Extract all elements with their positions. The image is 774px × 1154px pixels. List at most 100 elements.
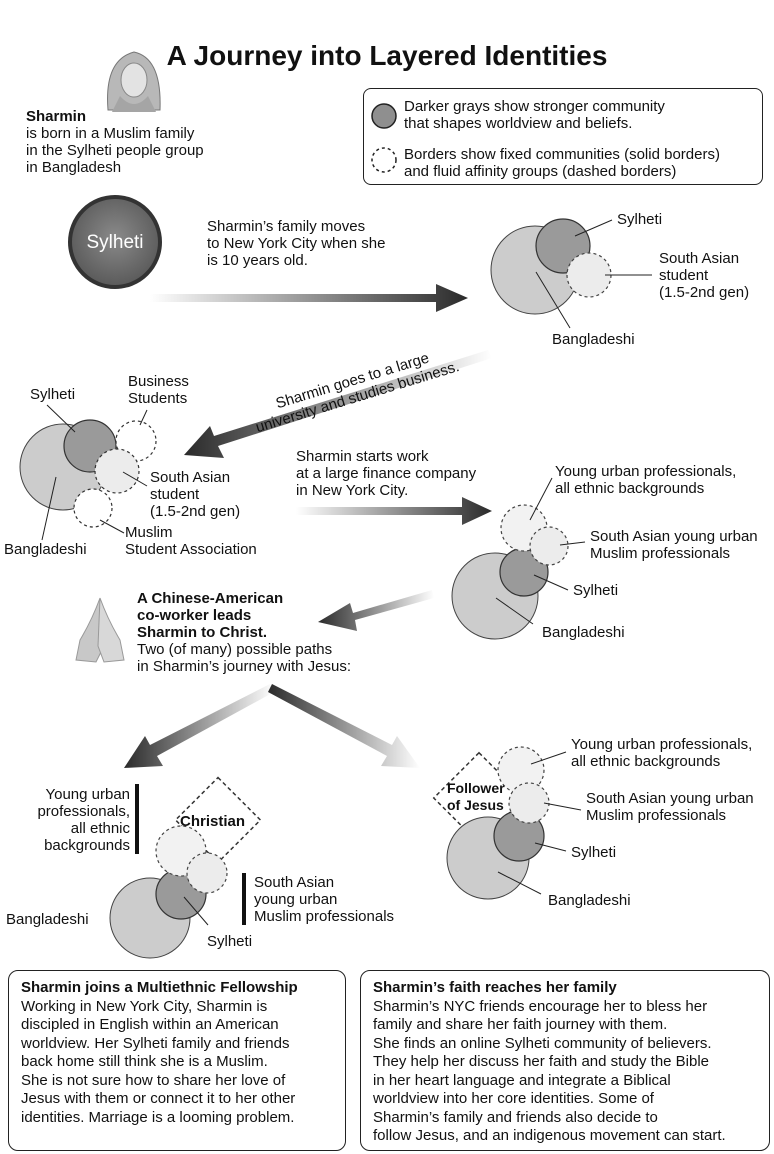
label-line: all ethnic backgrounds [555,480,705,497]
step-line: Sharmin’s family moves [207,218,366,235]
box-line: She finds an online Sylheti community of… [373,1034,712,1052]
step-line: to New York City when she [207,235,386,252]
step-line-bold: Sharmin to Christ. [137,624,268,641]
label-line: Muslim [125,524,173,541]
label-line: South Asian young urban [590,528,758,545]
legend-line: Borders show fixed communities (solid bo… [404,146,720,163]
label-bangladeshi: Bangladeshi [542,624,625,641]
label-line: backgrounds [44,837,130,854]
arrow-work [296,497,492,525]
box-line: Jesus with them or connect it to her oth… [21,1090,296,1107]
arrow-branch-left [124,684,274,768]
arrow-christ [318,590,434,631]
legend-dashed-circle [371,147,397,173]
follower-label: Follower of Jesus [447,780,505,814]
label-line: Young urban [45,786,130,803]
label-line: South Asian young urban [586,790,754,807]
label-line: Student Association [125,541,257,558]
label-line: Follower [447,780,505,796]
box-line: follow Jesus, and an indigenous movement… [373,1127,726,1144]
cluster-work [451,477,586,640]
page-title: A Journey into Layered Identities [166,40,608,71]
label-sylheti: Sylheti [30,386,76,403]
label-line: all ethnic backgrounds [571,753,721,770]
label-bangladeshi: Bangladeshi [548,892,631,909]
box-line: family and share her faith journey with … [373,1016,668,1033]
step-line-bold: co-worker leads [137,607,252,624]
label-line: Muslim professionals [586,807,727,824]
label-line: young urban [254,891,338,908]
intro-text: Sharmin is born in a Muslim family in th… [26,108,204,176]
label-bangladeshi: Bangladeshi [4,541,87,558]
label-business-students: Business Students [128,373,189,407]
cluster-follower [432,746,582,900]
label-msa: Muslim Student Association [125,524,257,558]
box-multiethnic-fellowship: Sharmin joins a Multiethnic Fellowship W… [8,970,346,1151]
label-sylheti: Sylheti [573,582,619,599]
sylheti-large-circle [68,195,162,289]
legend-line: and fluid affinity groups (dashed border… [404,163,677,180]
legend-item-shade: Darker grays show stronger community tha… [404,98,665,132]
legend-line: Darker grays show stronger community [404,98,665,115]
intro-name: Sharmin [26,108,87,125]
box-line: identities. Marriage is a looming proble… [21,1108,295,1126]
label-young-urban: Young urban professionals, all ethnic ba… [571,736,752,770]
step-work-text: Sharmin starts work at a large finance c… [296,448,476,499]
intro-line: in the Sylheti people group [26,142,204,159]
label-sa-muslim: South Asian young urban Muslim professio… [590,528,758,562]
intro-line: in Bangladesh [26,159,122,176]
box-title: Sharmin joins a Multiethnic Fellowship [21,979,298,996]
step-line: is 10 years old. [207,252,308,269]
label-line: professionals, [37,803,130,820]
christian-label: Christian [180,813,246,830]
label-line: Students [128,390,188,407]
label-line: Young urban professionals, [555,463,737,480]
box-line: She is not sure how to share her love of [21,1071,286,1089]
legend-line: that shapes worldview and beliefs. [404,115,633,132]
step-line: in Sharmin’s journey with Jesus: [137,658,351,675]
praying-hands-icon [75,597,125,663]
label-south-asian-student: South Asian student (1.5-2nd gen) [659,250,749,301]
label-south-asian-student: South Asian student (1.5-2nd gen) [150,469,240,520]
cluster-nyc [490,218,652,329]
box-title: Sharmin’s faith reaches her family [373,979,617,996]
step-line: Sharmin starts work [296,448,429,465]
step-christ-text: A Chinese-American co-worker leads Sharm… [137,590,351,675]
label-bangladeshi: Bangladeshi [6,911,89,928]
label-line: student [659,267,709,284]
step-line: in New York City. [296,482,409,499]
label-line: South Asian [150,469,231,486]
label-line: Muslim professionals [590,545,731,562]
step-move-text: Sharmin’s family moves to New York City … [207,218,385,269]
label-line: student [150,486,200,503]
box-line: in her heart language and integrate a Bi… [373,1071,671,1089]
box-line: Sharmin’s family and friends also decide… [373,1108,658,1126]
label-sylheti: Sylheti [571,844,617,861]
label-line: South Asian [254,874,335,891]
cluster-christian [109,776,262,959]
step-line-bold: A Chinese-American [137,590,284,607]
label-line: (1.5-2nd gen) [659,284,750,301]
box-faith-reaches-family: Sharmin’s faith reaches her family Sharm… [360,970,770,1151]
intro-line: is born in a Muslim family [26,125,195,142]
box-line: discipled in English within an American [21,1016,279,1033]
box-line: back home still think she is a Muslim. [21,1053,268,1070]
label-sa-muslim: South Asian young urban Muslim professio… [254,874,394,925]
cluster-university [19,404,157,541]
sylheti-large-label: Sylheti [86,232,144,253]
label-bangladeshi: Bangladeshi [552,331,635,348]
label-line: (1.5-2nd gen) [150,503,241,520]
box-line: Working in New York City, Sharmin is [21,997,268,1015]
label-sa-muslim: South Asian young urban Muslim professio… [586,790,754,824]
label-line: of Jesus [447,797,504,813]
arrow-move [150,284,468,312]
legend-solid-circle [371,103,397,129]
box-line: worldview into her core identities. Some… [373,1090,654,1107]
label-line: Young urban professionals, [571,736,753,753]
arrow-university [184,350,492,458]
label-line: South Asian [659,250,740,267]
label-young-urban: Young urban professionals, all ethnic ba… [20,786,130,854]
box-line: Sharmin’s NYC friends encourage her to b… [373,997,708,1015]
woman-portrait-icon [107,51,161,112]
